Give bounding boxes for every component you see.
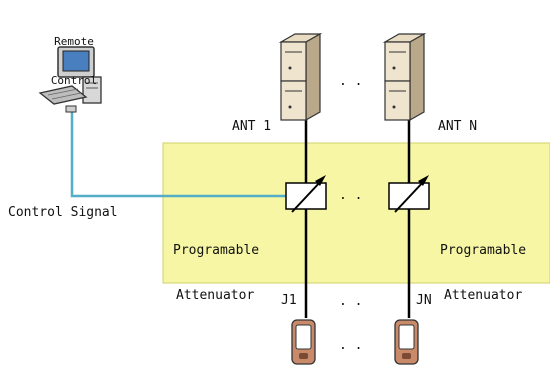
attenuator-right-label-line1: Programable xyxy=(440,243,527,258)
attenuator-icon-1 xyxy=(285,175,327,213)
port-j1-label: J1 xyxy=(281,293,297,308)
attenuator-icon-n xyxy=(388,175,430,213)
attenuator-right-label: Programable Attenuator xyxy=(440,213,526,333)
port-ellipsis: . . xyxy=(339,294,363,309)
control-signal-line xyxy=(70,112,293,198)
remote-control-label-line2: Control xyxy=(50,74,98,87)
remote-control-label: Remote Control xyxy=(38,9,110,113)
computer-icon xyxy=(38,46,102,113)
control-signal-label: Control Signal xyxy=(8,205,118,220)
attenuator-left-label-line2: Attenuator xyxy=(176,288,255,303)
ant-n-label: ANT N xyxy=(438,119,478,134)
attenuator-ellipsis: . . xyxy=(339,188,363,203)
mobile-phone-icon-1 xyxy=(291,319,316,365)
attenuator-right-label-line2: Attenuator xyxy=(444,288,523,303)
attenuator-left-label: Programable Attenuator xyxy=(173,213,259,333)
attenuator-left-label-line1: Programable xyxy=(173,243,260,258)
antenna-ellipsis: . . xyxy=(339,74,363,89)
ant-1-label: ANT 1 xyxy=(232,119,272,134)
mobile-phone-icon-n xyxy=(394,319,419,365)
server-icon-ant-1 xyxy=(278,32,323,122)
port-jn-label: JN xyxy=(416,293,432,308)
remote-control-label-line1: Remote xyxy=(54,35,94,48)
server-icon-ant-n xyxy=(382,32,427,122)
device-ellipsis: . . xyxy=(339,338,363,353)
attenuator-panel xyxy=(162,142,550,284)
